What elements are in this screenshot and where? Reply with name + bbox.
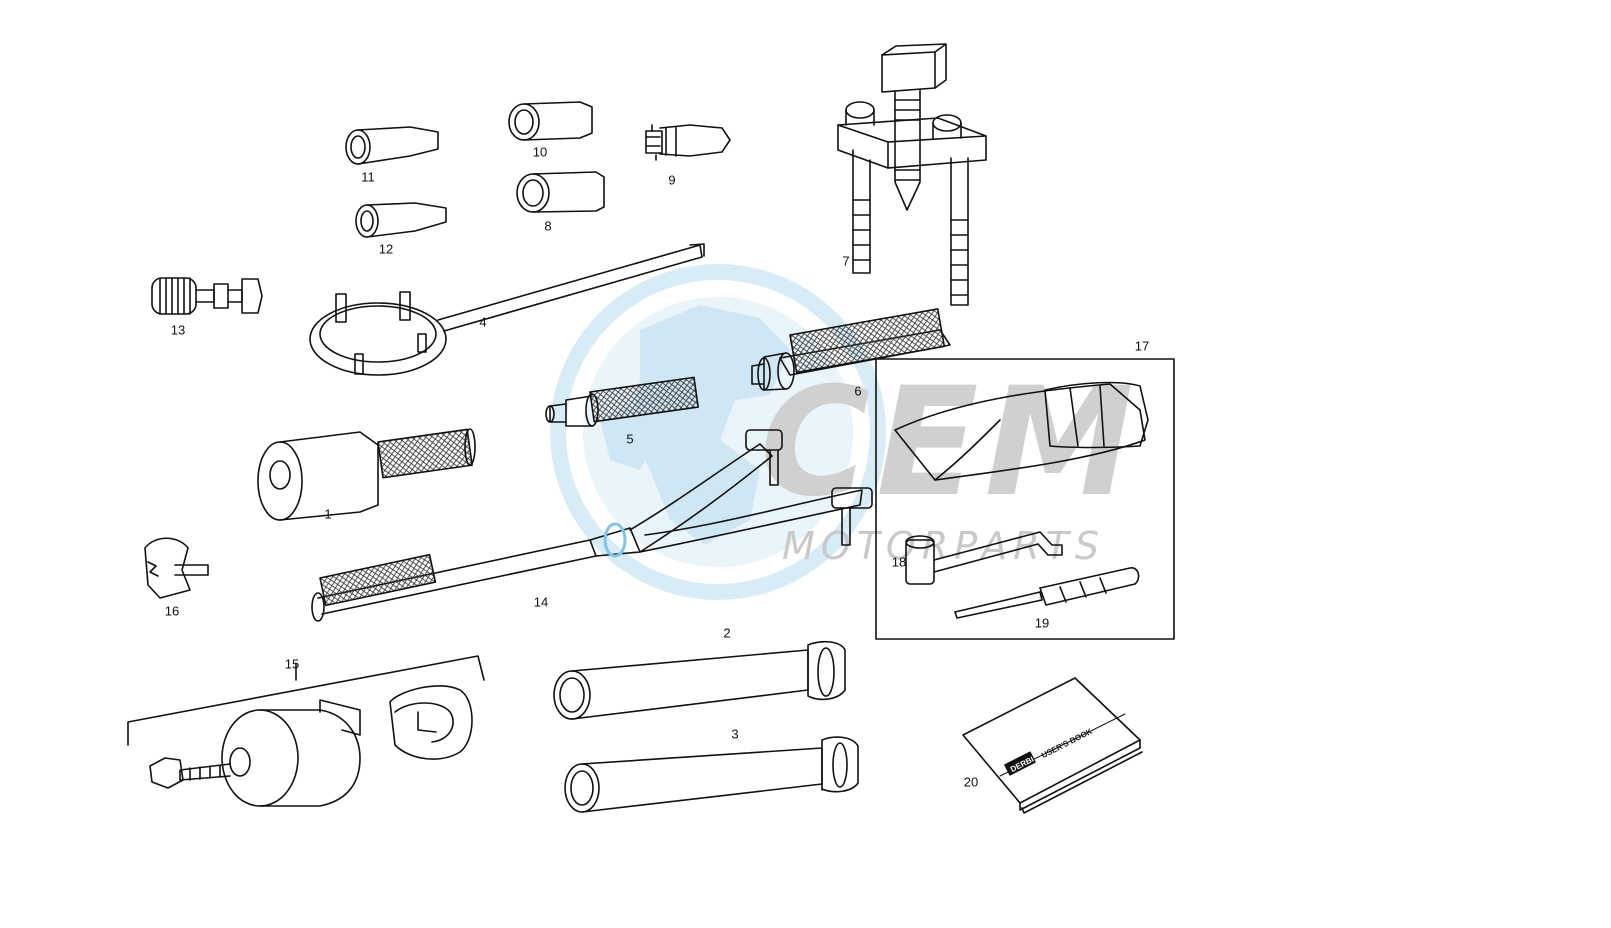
tool-13-adjuster	[151, 277, 263, 315]
tool-1-drift	[257, 428, 476, 521]
callout-7: 7	[842, 253, 850, 269]
tool-6-drift	[751, 308, 951, 391]
callout-10: 10	[532, 144, 548, 160]
tool-10-sleeve	[508, 101, 593, 141]
callout-15: 15	[284, 656, 300, 672]
callout-5: 5	[626, 431, 634, 447]
callout-18: 18	[891, 554, 907, 570]
tool-15-bearing-puller	[127, 655, 485, 807]
callout-14: 14	[533, 594, 549, 610]
callout-3: 3	[731, 726, 739, 742]
tool-4-ring-spanner	[309, 243, 705, 376]
callout-19: 19	[1034, 615, 1050, 631]
watermark-subtitle: MOTORPARTS	[782, 524, 1105, 568]
tool-19-screwdriver	[954, 567, 1140, 619]
tool-18-box-spanner	[905, 531, 1063, 585]
tool-3-tube	[564, 736, 859, 813]
callout-11: 11	[361, 169, 375, 185]
tool-7-puller	[837, 43, 987, 306]
callout-16: 16	[164, 603, 180, 619]
tool-8-sleeve	[516, 171, 605, 213]
tool-17-tool-bag-box	[875, 358, 1175, 640]
tool-5-drift	[545, 376, 699, 427]
tool-9-collet	[645, 124, 731, 161]
callout-4: 4	[479, 314, 487, 330]
tool-2-tube	[553, 640, 846, 720]
watermark-brand: CEM	[760, 356, 1140, 530]
callout-12: 12	[378, 241, 394, 257]
tool-20-users-book	[962, 677, 1143, 814]
callout-13: 13	[170, 322, 186, 338]
callout-6: 6	[854, 383, 862, 399]
callout-1: 1	[324, 506, 332, 522]
tool-16-gear-holder	[144, 537, 209, 599]
callout-8: 8	[544, 218, 552, 234]
tool-12-sleeve	[355, 202, 447, 238]
callout-20: 20	[963, 774, 979, 790]
tool-14-flywheel-holder	[311, 429, 873, 622]
callout-17: 17	[1134, 338, 1150, 354]
tool-11-sleeve	[345, 126, 439, 165]
callout-9: 9	[668, 172, 676, 188]
callout-2: 2	[723, 625, 731, 641]
